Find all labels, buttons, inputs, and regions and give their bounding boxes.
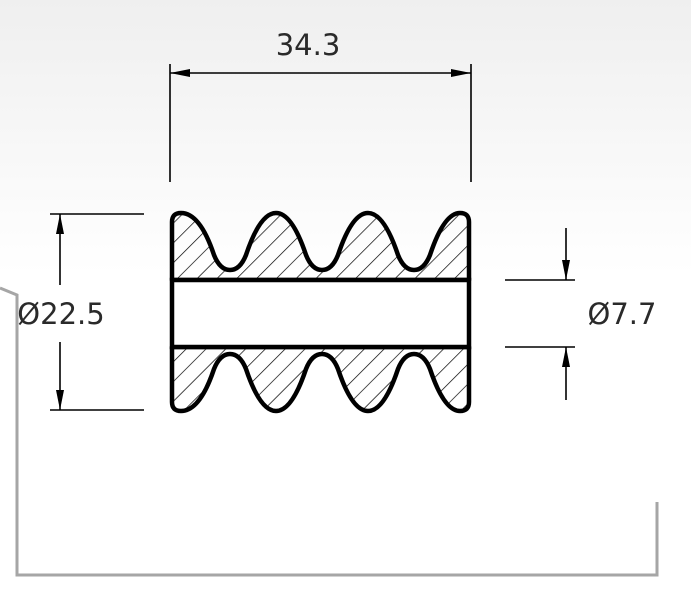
- length-dimension: [169, 64, 472, 182]
- bore-diameter-label: Ø7.7: [588, 297, 657, 331]
- upper-section-hatched: [169, 210, 472, 283]
- bore: [169, 277, 472, 350]
- sheet-frame: [0, 286, 659, 577]
- bore-diameter-dimension: [505, 228, 575, 400]
- lower-section-hatched: [169, 344, 472, 414]
- outer-diameter-label: Ø22.5: [17, 297, 104, 331]
- length-dimension-label: 34.3: [276, 28, 341, 62]
- outer-diameter-dimension: [50, 213, 144, 411]
